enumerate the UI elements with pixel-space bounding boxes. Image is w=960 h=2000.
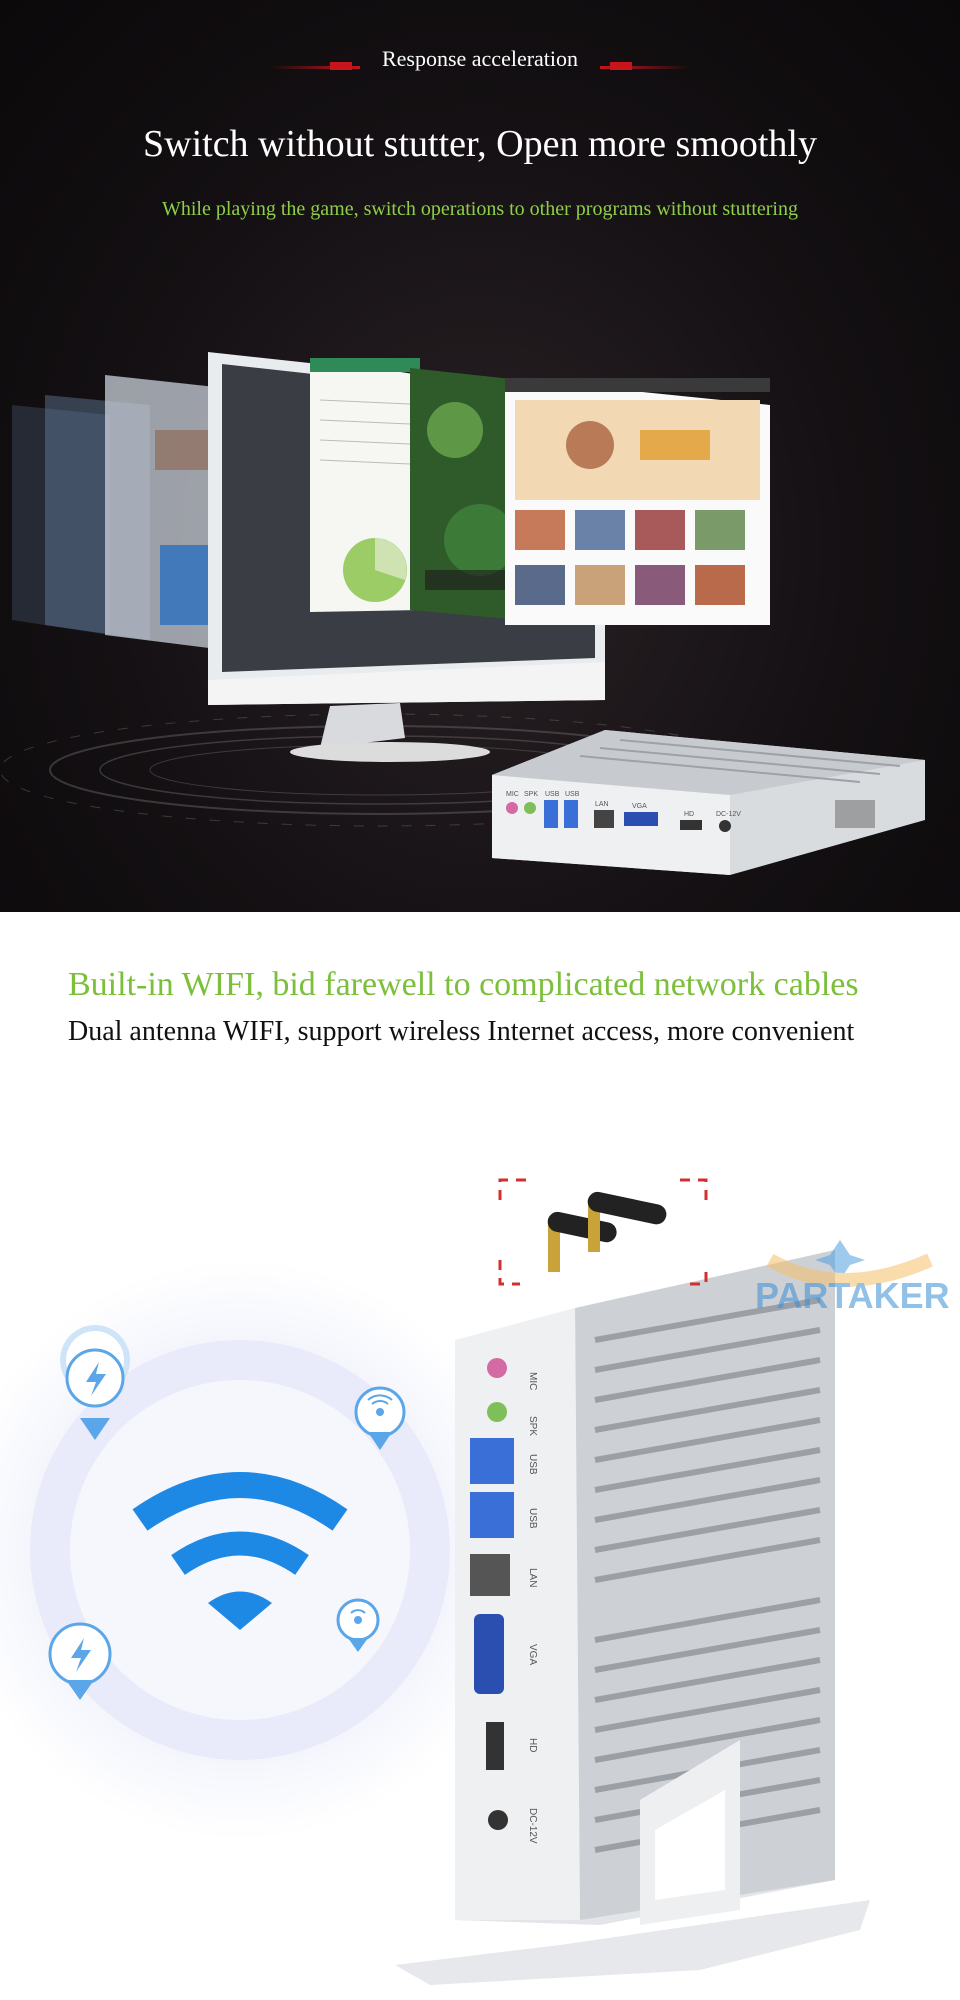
- broadcast-pin-icon: [336, 1598, 380, 1652]
- broadcast-pin-icon: [354, 1386, 406, 1450]
- window-stack: [12, 375, 225, 650]
- port-label: LAN: [527, 1568, 538, 1587]
- port-label: DC-12V: [716, 811, 741, 818]
- wifi-title: Built-in WIFI, bid farewell to complicat…: [68, 966, 859, 1003]
- dc-port: [488, 1810, 508, 1830]
- mic-port: [487, 1358, 507, 1378]
- spk-port: [487, 1402, 507, 1422]
- dc-port: [719, 820, 731, 832]
- tag-decoration-left: [270, 66, 360, 69]
- tag-decoration-right: [600, 66, 690, 69]
- usb-port: [564, 800, 578, 828]
- port-label: VGA: [527, 1644, 538, 1665]
- usb-port: [470, 1492, 514, 1538]
- port-label: USB: [545, 791, 560, 798]
- lightning-pin-icon: [48, 1622, 112, 1700]
- lan-port: [470, 1554, 510, 1596]
- video-site-window: [505, 378, 770, 625]
- lan-port: [594, 810, 614, 828]
- antenna-icon: [587, 1191, 667, 1252]
- wifi-icon: [132, 1472, 348, 1630]
- port-label: USB: [527, 1454, 538, 1475]
- wifi-illustration: MIC SPK USB USB LAN VGA HD DC-12V: [0, 1178, 950, 1985]
- mic-port: [506, 802, 518, 814]
- vga-port: [624, 812, 658, 826]
- port-label: VGA: [632, 803, 647, 810]
- port-label: DC-12V: [527, 1808, 538, 1844]
- section-tag: Response acceleration: [381, 46, 579, 71]
- tag-mark-left: [330, 62, 352, 70]
- port-label: HD: [684, 811, 694, 818]
- mini-pc-front: [492, 730, 925, 875]
- port-label: SPK: [527, 1416, 538, 1436]
- tag-mark-right: [610, 62, 632, 70]
- lightning-pin-icon: [60, 1325, 131, 1440]
- spreadsheet-window: [310, 358, 420, 612]
- port-label: LAN: [595, 801, 609, 808]
- spk-port: [524, 802, 536, 814]
- hd-port: [486, 1722, 504, 1770]
- game-window: [410, 368, 520, 620]
- partaker-watermark: PARTAKER: [755, 1240, 950, 1316]
- usb-port: [470, 1438, 514, 1484]
- section-subtitle: While playing the game, switch operation…: [162, 198, 798, 220]
- hd-port: [680, 820, 702, 830]
- port-label: MIC: [506, 791, 519, 798]
- wifi-subtitle: Dual antenna WIFI, support wireless Inte…: [68, 1016, 855, 1047]
- port-label: MIC: [527, 1372, 538, 1390]
- antenna-highlight: [498, 1178, 708, 1286]
- antenna-icon: [547, 1211, 617, 1272]
- port-label: SPK: [524, 791, 538, 798]
- vga-port: [474, 1614, 504, 1694]
- stand: [395, 1740, 870, 1985]
- vent-grille: [835, 800, 875, 828]
- usb-port: [544, 800, 558, 828]
- response-section: Response acceleration Switch without stu…: [0, 0, 960, 912]
- watermark-text: PARTAKER: [755, 1275, 950, 1316]
- multitask-illustration: MIC SPK USB USB LAN VGA HD DC-12V: [0, 352, 925, 875]
- section-title: Switch without stutter, Open more smooth…: [143, 123, 817, 165]
- port-label: USB: [565, 791, 580, 798]
- port-label: HD: [527, 1738, 538, 1752]
- port-label: USB: [527, 1508, 538, 1529]
